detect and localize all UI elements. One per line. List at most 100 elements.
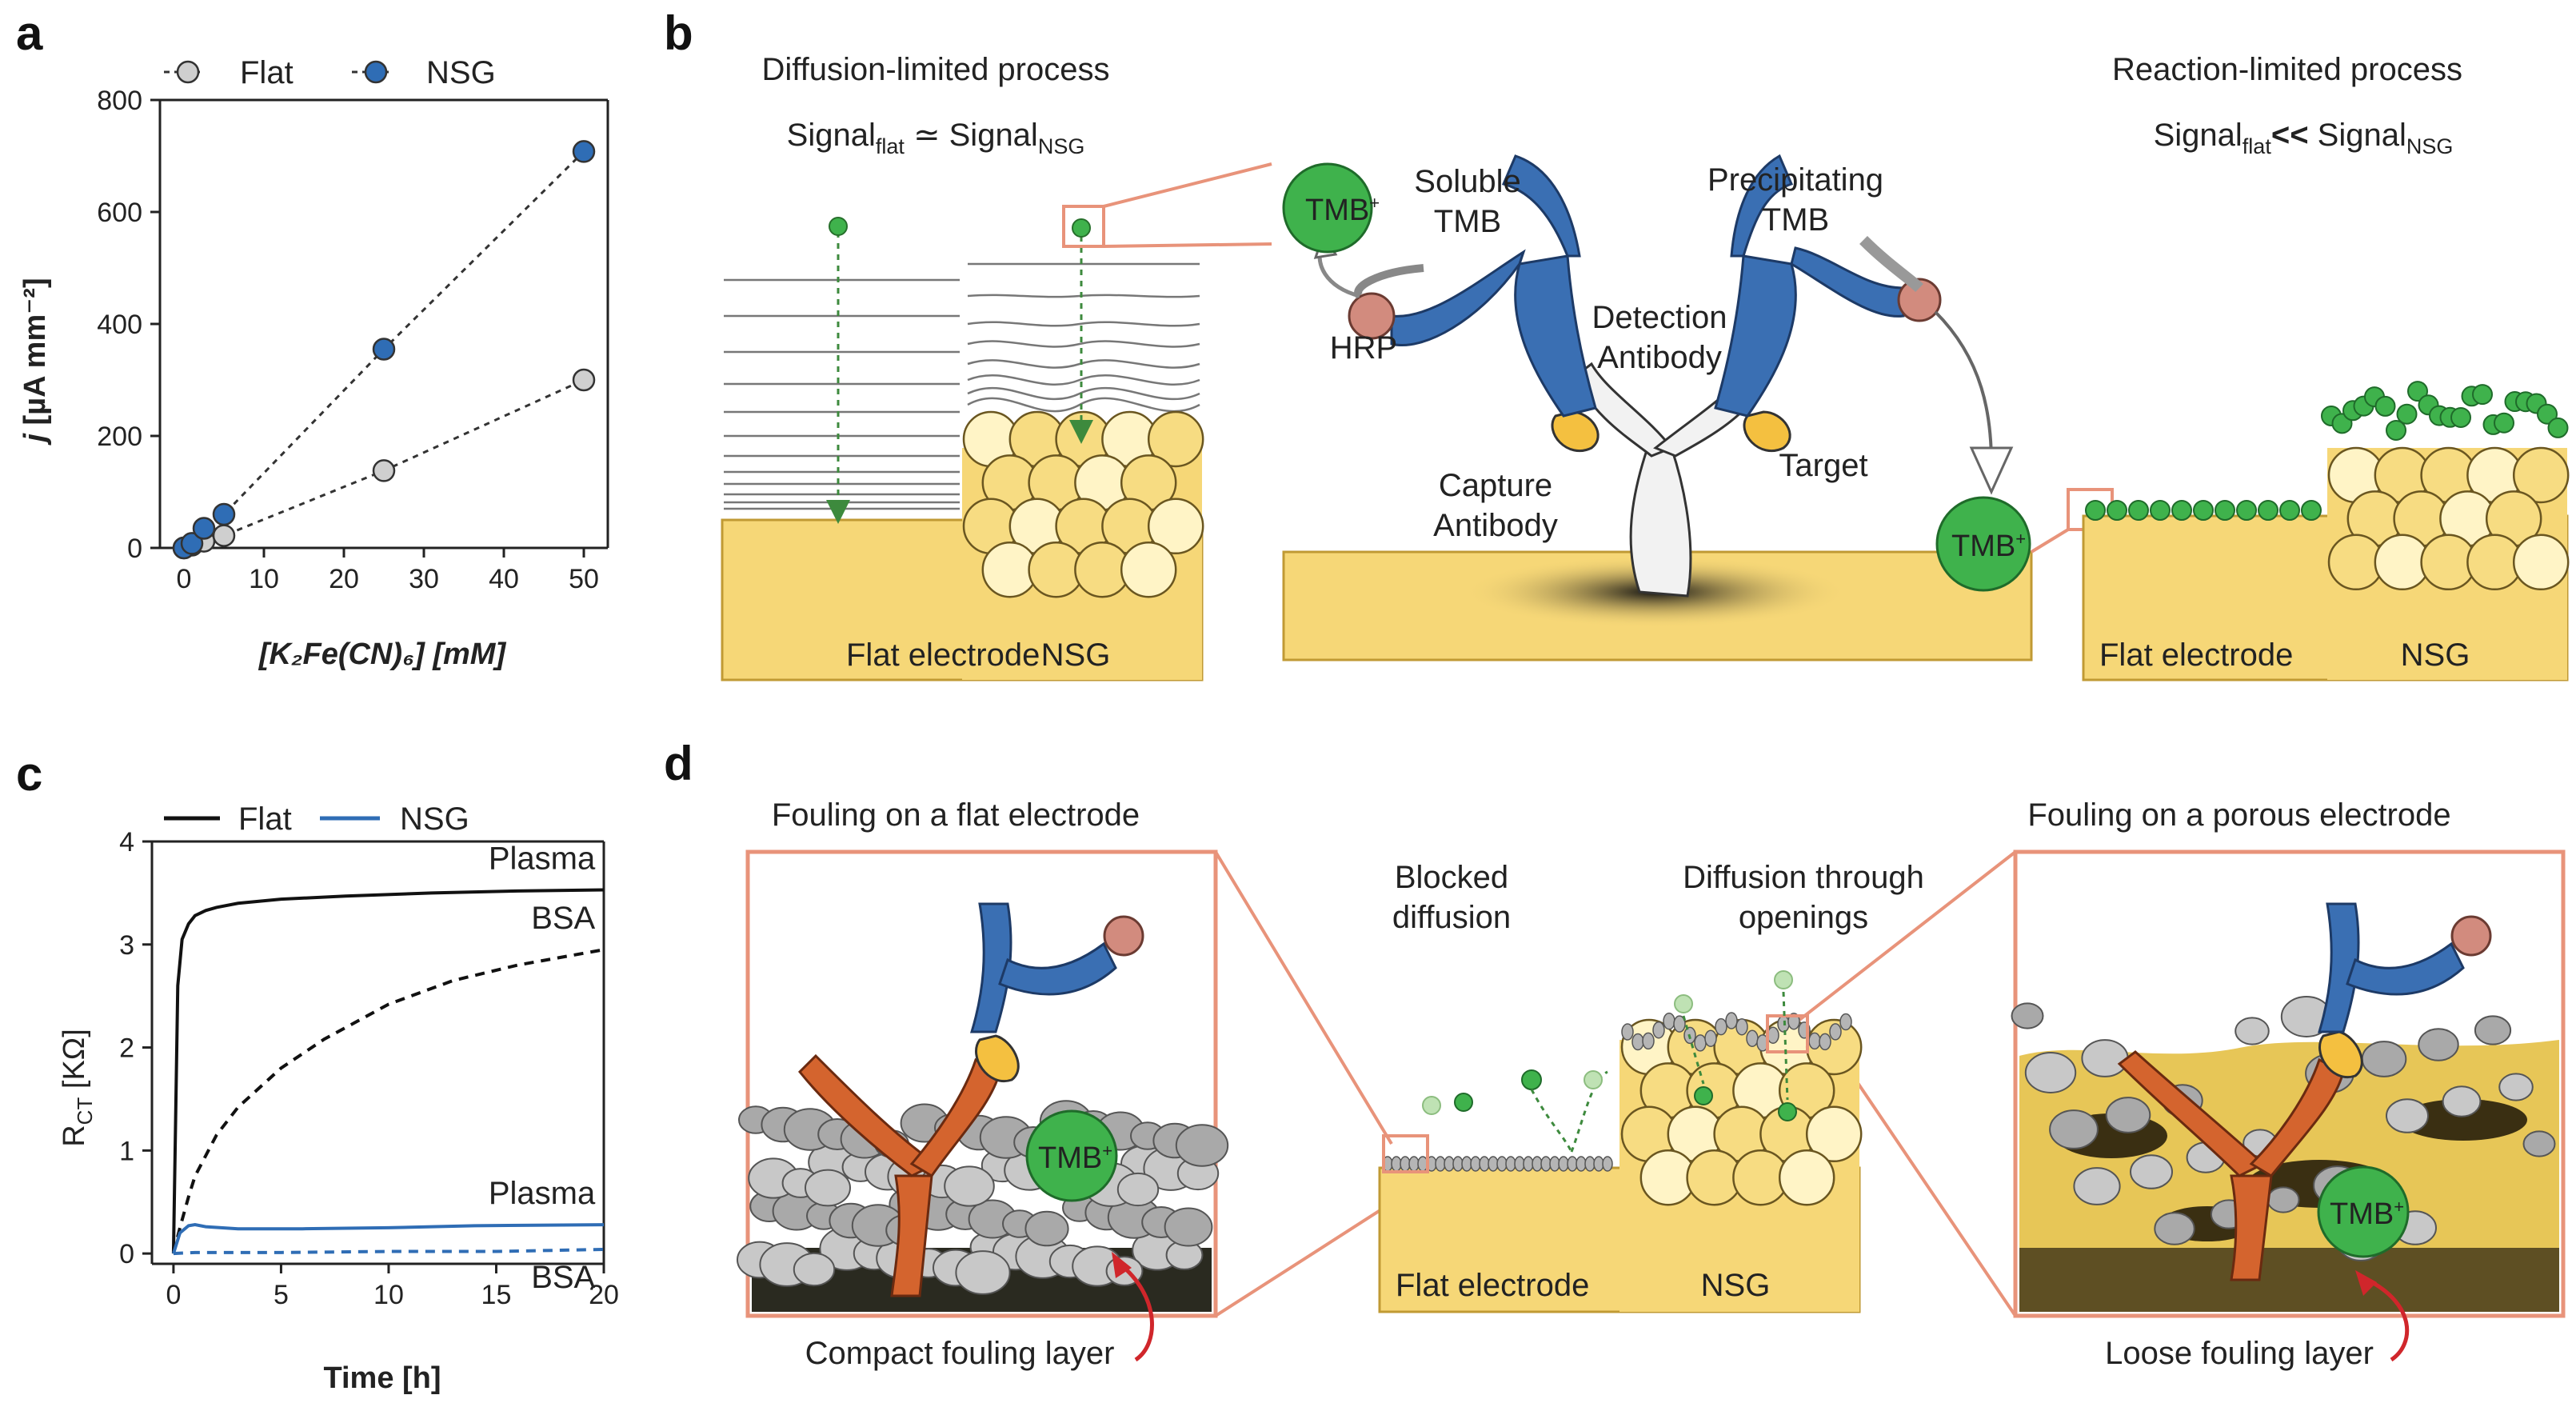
tmb-ion-icon (1025, 1109, 1118, 1202)
red-arrow-icon (2355, 1270, 2377, 1296)
fouling-protein (805, 1169, 851, 1207)
x-tick-label: 10 (249, 564, 279, 594)
y-tick-label: 0 (127, 534, 142, 564)
precipitate-dot (2494, 412, 2514, 434)
fouling-protein (1621, 1023, 1634, 1041)
fouling-protein (2266, 1186, 2300, 1213)
series-line-nsg-plasma (171, 1223, 605, 1254)
y-axis-label-a: j [µA mm⁻²] (18, 278, 52, 446)
data-point-nsg (572, 140, 596, 163)
precipitate-dot (2450, 406, 2471, 428)
reaction-limited-title: Reaction-limited process (2112, 52, 2462, 87)
precipitate-dot (2171, 500, 2192, 521)
x-tick-label: 50 (569, 564, 599, 594)
fouling-protein (793, 1252, 836, 1287)
fouling-protein (1839, 1013, 1852, 1031)
tmb-dot-icon (1072, 218, 1091, 238)
signal-equation-left: Signalflat ≃ SignalNSG (787, 118, 1085, 158)
fouling-protein (1488, 1156, 1499, 1172)
precipitate-dot (2279, 500, 2300, 521)
fouling-protein (1470, 1156, 1481, 1172)
fouling-protein (1400, 1156, 1411, 1172)
x-tick-label: 0 (177, 564, 192, 594)
nsg-label-b-right: NSG (2401, 638, 2470, 673)
x-tick-label: 20 (589, 1280, 619, 1310)
series-line-flat-plasma (171, 888, 605, 1254)
fouling-protein (1631, 1033, 1644, 1051)
y-tick-label: 400 (97, 310, 142, 340)
fouling-protein (2049, 1109, 2099, 1149)
fouling-protein (2418, 1028, 2459, 1061)
x-tick-label: 40 (489, 564, 519, 594)
fouling-protein (1164, 1207, 1213, 1247)
fouling-protein (1663, 1012, 1675, 1030)
data-point-nsg (372, 338, 396, 361)
y-axis-label-c: RCT [KΩ] (58, 1029, 97, 1147)
y-tick-label: 1 (119, 1136, 134, 1166)
x-tick-label: 20 (329, 564, 359, 594)
hrp-enzyme-icon (2450, 915, 2492, 957)
fouling-protein (1593, 1156, 1604, 1172)
porous-fouling-zoom: TMB+ Loose fouling layer (2011, 849, 2566, 1371)
fouling-protein (1408, 1156, 1420, 1172)
reaction-illustration: Flat electrode NSG (2082, 381, 2570, 682)
x-tick-label: 5 (274, 1280, 289, 1310)
fouling-protein (2024, 1052, 2077, 1093)
concentration-contour (967, 374, 1200, 386)
diffusion-illustration: Flat electrode NSG (721, 162, 1272, 682)
fouling-protein (2522, 1130, 2556, 1157)
fouling-protein (1746, 1029, 1759, 1048)
precipitate-dot (2301, 500, 2322, 521)
fouling-protein (2235, 1017, 2270, 1045)
precipitate-dots-nsg (2321, 381, 2569, 441)
series-line-nsg (183, 150, 585, 550)
legend-marker-nsg (364, 60, 388, 84)
precipitate-dot (2374, 395, 2396, 417)
fouling-protein (1558, 1156, 1569, 1172)
fouling-protein (1584, 1156, 1596, 1172)
fouling-protein (1725, 1012, 1738, 1029)
x-tick-label: 30 (409, 564, 439, 594)
nsg-spheres-right (2327, 446, 2570, 591)
x-tick-label: 0 (166, 1280, 181, 1310)
fouling-porous-title: Fouling on a porous electrode (2027, 797, 2450, 833)
fouling-protein (1479, 1156, 1490, 1172)
nsg-sphere (2512, 534, 2570, 591)
fouling-protein (1540, 1156, 1552, 1172)
hrp-label: HRP (1330, 330, 1397, 366)
series-annotation: Plasma (489, 1176, 596, 1211)
series-line-flat (183, 378, 585, 550)
precipitate-dot (2150, 500, 2171, 521)
fouling-protein (1673, 1015, 1686, 1033)
concentration-contour (967, 321, 1200, 327)
y-tick-label: 4 (119, 827, 134, 857)
tmb-label-top: TMB+ (1305, 193, 1380, 227)
data-point-nsg (212, 502, 236, 526)
fouling-protein (1496, 1156, 1508, 1172)
red-arrow-icon (1112, 1252, 1132, 1278)
nsg-sphere (1805, 1105, 1863, 1163)
concentration-contour (967, 359, 1200, 369)
series-annotation: Plasma (489, 841, 596, 877)
legend-marker-flat (176, 60, 200, 84)
precipitate-dot (2236, 500, 2257, 521)
legend-label-flat: Flat (240, 55, 294, 90)
nsg-sphere (1147, 410, 1204, 468)
flat-electrode-label-d: Flat electrode (1396, 1268, 1589, 1303)
legend-a: Flat NSG (164, 55, 496, 90)
fouling-protein (1461, 1156, 1472, 1172)
fouling-coating-flat (1382, 1012, 1852, 1172)
x-axis-label-a: [K₂Fe(CN)₆] [mM] (258, 638, 507, 671)
concentration-contour (967, 397, 1200, 413)
x-tick-label: 15 (481, 1280, 512, 1310)
fouling-protein (1549, 1156, 1560, 1172)
fouling-protein (2386, 1098, 2429, 1133)
